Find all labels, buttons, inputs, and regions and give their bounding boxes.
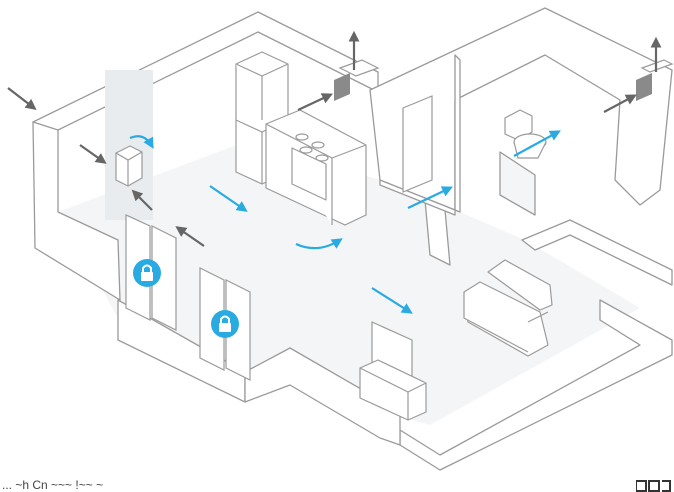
lock-badge (133, 259, 161, 287)
arrow-icon (298, 95, 330, 110)
caption: ... ~h Cn ~~~ !~~ ~ (2, 478, 103, 492)
duct-panel (105, 70, 153, 220)
bathroom-door (403, 96, 432, 192)
wall-unit (116, 146, 142, 186)
arrow-icon (8, 88, 34, 108)
lock-badge (211, 310, 239, 338)
arrow-icon (80, 145, 104, 162)
logo-icon (636, 480, 672, 492)
